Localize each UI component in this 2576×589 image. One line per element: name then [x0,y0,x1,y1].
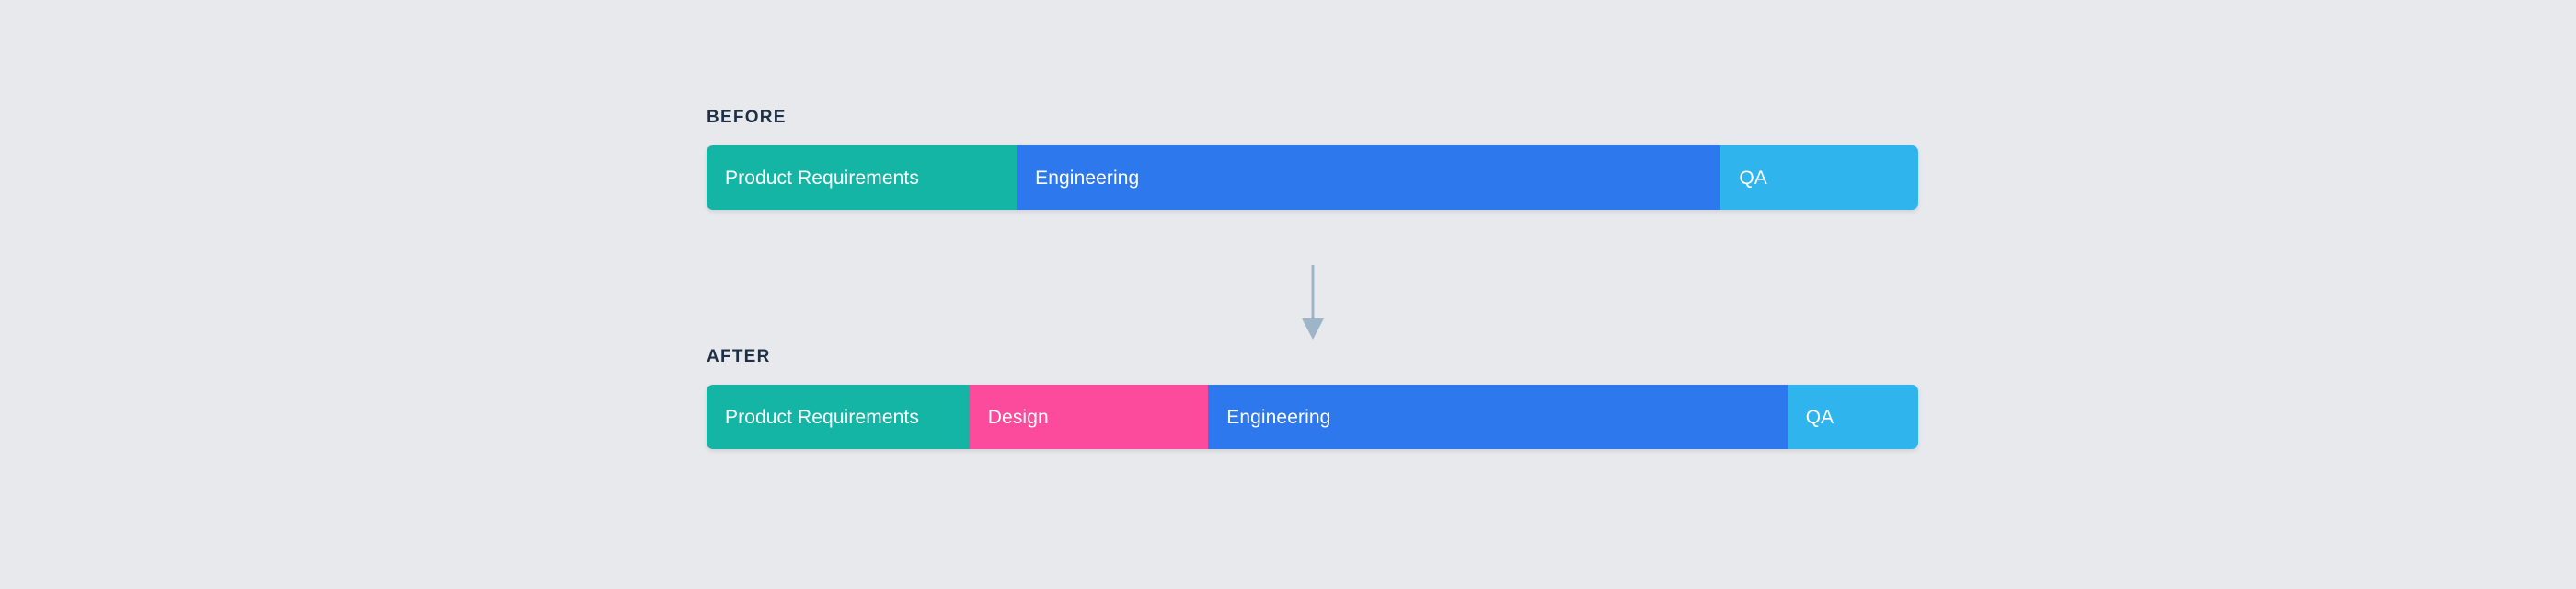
segment-after-engineering[interactable]: Engineering [1208,385,1788,449]
after-section: AFTER Product Requirements Design Engineer… [707,348,1918,449]
before-stacked-bar: Product Requirements Engineering QA [707,145,1918,210]
segment-before-product-requirements[interactable]: Product Requirements [707,145,1018,210]
segment-label: QA [1739,167,1767,189]
arrow-down-icon [1302,265,1324,340]
segment-label: Product Requirements [725,167,919,189]
segment-after-product-requirements[interactable]: Product Requirements [707,385,970,449]
after-section-label: AFTER [707,347,771,366]
segment-label: QA [1805,406,1834,428]
segment-after-qa[interactable]: QA [1787,385,1918,449]
before-section-label: BEFORE [707,108,787,127]
before-section: BEFORE Product Requirements Engineering QA [707,109,1918,210]
segment-label: Design [987,406,1049,428]
segment-label: Engineering [1226,406,1331,428]
segment-after-design[interactable]: Design [969,385,1209,449]
segment-before-engineering[interactable]: Engineering [1017,145,1721,210]
segment-before-qa[interactable]: QA [1720,145,1918,210]
downward-flow-arrow [1297,265,1328,341]
after-stacked-bar: Product Requirements Design Engineering QA [707,385,1918,449]
segment-label: Engineering [1035,167,1140,189]
segment-label: Product Requirements [725,406,919,428]
